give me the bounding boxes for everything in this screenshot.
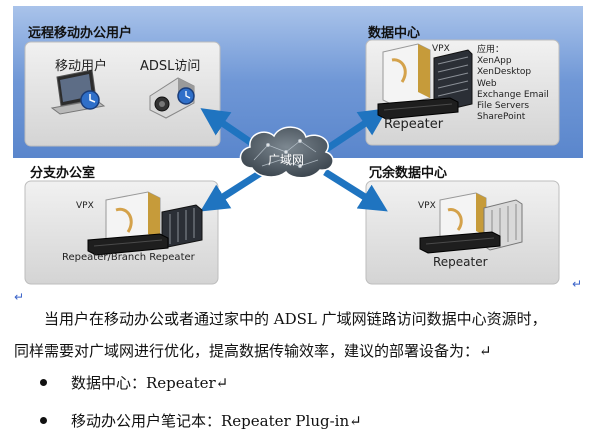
diagram-graphics (13, 6, 583, 285)
wan-cloud (239, 126, 334, 179)
app-item: Web (477, 78, 497, 89)
apps-title: 应用： (477, 45, 505, 55)
adsl-device-icon (149, 77, 195, 119)
backup-repeater-label: Repeater (433, 255, 488, 269)
adsl-access-label: ADSL访问 (140, 59, 201, 74)
arrow-datacenter (323, 108, 388, 153)
laptop-icon (50, 69, 106, 115)
datacenter-vpx-label: VPX (432, 44, 450, 54)
branch-repeater-label: Repeater/Branch Repeater (62, 252, 195, 263)
bullet-datacenter: 数据中心：Repeater↵ (40, 372, 228, 393)
datacenter-title: 数据中心 (368, 26, 421, 41)
app-item: SharePoint (477, 112, 526, 123)
remote-office-box (24, 41, 221, 147)
paragraph-line-1: 当用户在移动办公或者通过家中的 ADSL 广域网链路访问数据中心资源时， (44, 310, 547, 328)
app-item: File Servers (477, 101, 530, 112)
arrow-backup-datacenter (323, 169, 388, 212)
datacenter-repeater-label: Repeater (384, 117, 444, 132)
paragraph-mark-right: ↵ (572, 277, 583, 291)
backup-datacenter-title: 冗余数据中心 (369, 166, 448, 181)
paragraph-line-2: 同样需要对广域网进行优化，提高数据传输效率，建议的部署设备为：↵ (14, 342, 492, 360)
bullet-dot-icon (40, 416, 47, 424)
paragraph-mark-left: ↵ (14, 290, 25, 304)
bullet-dot-icon (40, 378, 47, 386)
backup-vpx-label: VPX (418, 201, 436, 211)
branch-office-title: 分支办公室 (30, 166, 96, 181)
datacenter-vpx-box-icon (382, 43, 431, 107)
app-item: XenDesktop (477, 67, 532, 78)
wan-label: 广域网 (268, 153, 305, 167)
arrow-branch-office (200, 169, 264, 212)
app-item: XenApp (477, 56, 512, 67)
bullet-mobile-laptop: 移动办公用户笔记本：Repeater Plug-in↵ (40, 410, 362, 431)
datacenter-apps-list: 应用： XenApp XenDesktop Web Exchange Email… (477, 45, 549, 123)
bullet-text: 数据中心：Repeater↵ (71, 374, 229, 392)
bullet-text: 移动办公用户笔记本：Repeater Plug-in↵ (71, 412, 362, 430)
network-diagram: 远程移动办公用户 移动用户 ADSL访问 数据中心 VPX Repeater 应… (13, 6, 583, 291)
remote-office-title: 远程移动办公用户 (28, 26, 133, 41)
branch-repeater-appliance-icon (87, 233, 169, 256)
datacenter-repeater-appliance-icon (377, 97, 459, 120)
branch-vpx-label: VPX (76, 201, 94, 211)
app-item: Exchange Email (477, 89, 549, 100)
mobile-user-label: 移动用户 (55, 59, 108, 74)
backup-repeater-appliance-icon (419, 231, 501, 254)
wan-arrows (200, 108, 388, 212)
